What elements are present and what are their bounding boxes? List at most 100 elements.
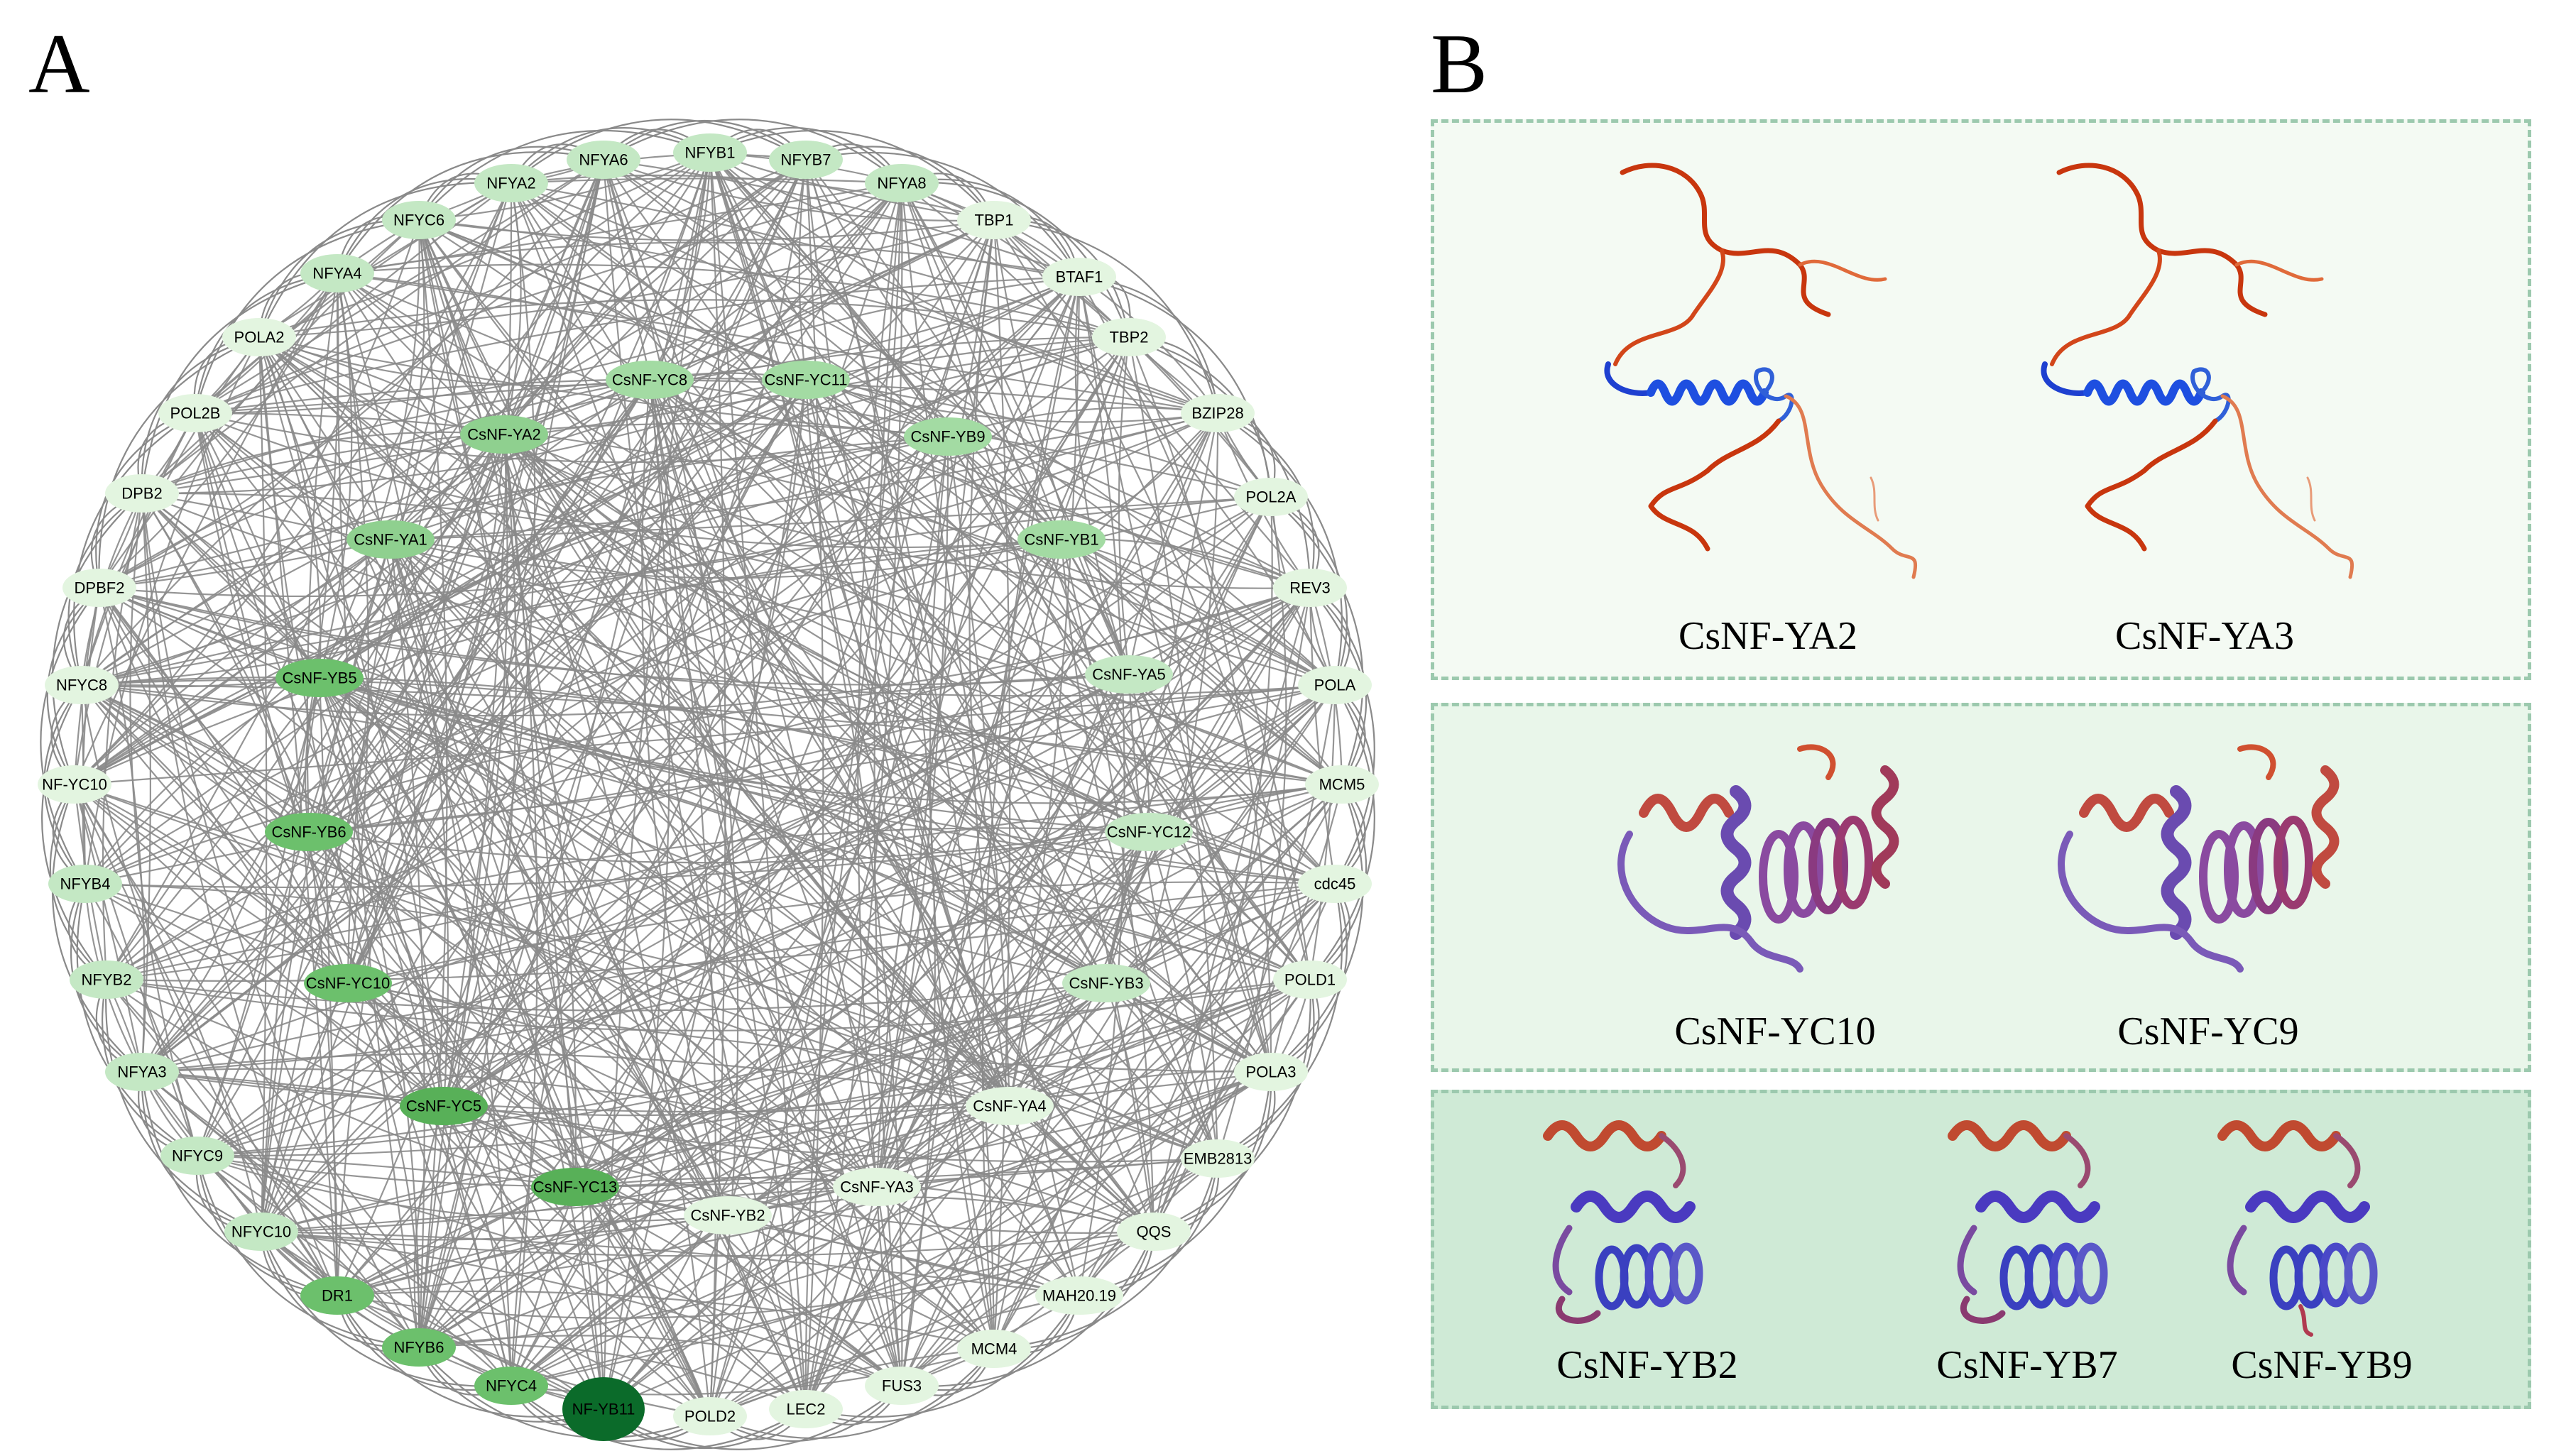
network-edge	[390, 539, 605, 1410]
network-edge	[574, 1186, 807, 1410]
network-edge	[510, 1186, 577, 1386]
network-edge	[1009, 831, 1150, 1107]
network-edge	[196, 1155, 420, 1349]
structure-box-nf-yb: CsNF-YB2 CsNF-YB7 CsNF-YB9	[1431, 1090, 2531, 1409]
panel-label-b: B	[1431, 16, 1488, 111]
network-node-shape	[606, 361, 694, 399]
network-node-shape	[1105, 813, 1193, 851]
network-edge	[805, 152, 1080, 278]
panel-label-a: A	[28, 16, 90, 111]
network-edges	[40, 119, 1375, 1450]
network-node-dpb2: DPB2	[105, 474, 179, 513]
network-edge	[709, 152, 1218, 415]
network-node-nfyc6: NFYC6	[382, 201, 456, 239]
network-node-label: CsNF-YC13	[533, 1178, 618, 1196]
network-edge	[81, 684, 1343, 786]
network-node-shape	[1117, 1213, 1191, 1251]
network-edge	[876, 1071, 1272, 1188]
network-edge	[337, 151, 604, 274]
network-node-label: CsNF-YA1	[354, 531, 427, 549]
network-edge	[901, 181, 1130, 338]
network-edge	[503, 434, 1010, 1107]
network-node-label: CsNF-YB3	[1069, 975, 1143, 992]
network-edge	[319, 677, 995, 1350]
network-edge	[141, 379, 807, 1073]
network-node-csnf-yb5: CsNF-YB5	[275, 659, 364, 697]
network-edge	[141, 493, 151, 1073]
network-edge	[443, 336, 1130, 1107]
network-edge	[418, 151, 711, 221]
network-node-csnf-ya2: CsNF-YA2	[460, 415, 548, 454]
network-node-shape	[957, 1330, 1031, 1368]
network-edge	[337, 784, 1343, 1296]
network-node-shape	[769, 1390, 843, 1428]
network-node-csnf-yc5: CsNF-YC5	[400, 1087, 488, 1125]
network-node-label: CsNF-YB5	[282, 669, 356, 687]
network-edge	[1060, 539, 1155, 1232]
network-edge	[99, 276, 1080, 589]
network-edge	[574, 539, 1062, 1188]
network-edge	[511, 1230, 1155, 1387]
network-edge	[1217, 412, 1343, 686]
network-edge	[875, 276, 1081, 1188]
network-node-csnf-yc8: CsNF-YC8	[606, 361, 694, 399]
network-edge	[709, 152, 1343, 785]
network-edge	[947, 436, 1311, 980]
network-edge	[511, 174, 995, 221]
network-node-shape	[1181, 1139, 1255, 1178]
network-edge	[337, 1295, 604, 1418]
network-node-label: EMB2813	[1184, 1150, 1252, 1168]
network-edge	[442, 434, 508, 1107]
label-csnf-yb2: CsNF-YB2	[1556, 1343, 1738, 1387]
network-edge	[413, 1105, 445, 1348]
network-edge	[648, 379, 1155, 1232]
network-edge	[1008, 674, 1130, 1107]
network-edge	[641, 379, 729, 1216]
network-edge	[195, 275, 1080, 415]
network-edge	[261, 379, 807, 1232]
network-node-label: LEC2	[786, 1401, 825, 1418]
network-node-label: NFYA8	[877, 175, 926, 192]
network-edge	[337, 241, 1080, 278]
network-node-nfya2: NFYA2	[474, 164, 548, 202]
network-node-label: NF-YC10	[42, 776, 107, 794]
protein-structure-ya3	[2041, 163, 2354, 579]
network-edge	[511, 119, 807, 184]
network-edge	[74, 539, 391, 785]
network-node-nfyc4: NFYC4	[474, 1367, 548, 1405]
network-edge	[418, 219, 1272, 1073]
network-edge	[197, 1155, 420, 1348]
network-node-nfyc9: NFYC9	[160, 1137, 234, 1175]
network-edge	[443, 379, 807, 1107]
structure-box-nf-yc: CsNF-YC10 CsNF-YC9	[1431, 703, 2531, 1072]
network-edge	[503, 434, 711, 1417]
network-edge	[901, 684, 1336, 1386]
network-edge	[981, 276, 1081, 1350]
network-edge	[727, 979, 1311, 1217]
network-edge	[503, 434, 1343, 786]
network-edge	[417, 159, 605, 1348]
network-node-tbp2: TBP2	[1092, 318, 1166, 356]
network-node-shape	[1234, 478, 1308, 516]
network-node-pola3: POLA3	[1234, 1053, 1308, 1091]
network-edge	[875, 436, 949, 1188]
network-edge	[74, 412, 1218, 785]
network-edge	[443, 1105, 902, 1386]
network-edge	[1060, 539, 1219, 1159]
network-edge	[74, 538, 1062, 786]
network-edge	[603, 436, 949, 1410]
network-edge	[74, 784, 512, 1386]
network-edge	[141, 434, 505, 1073]
network-edge	[709, 1158, 1218, 1418]
network-edge	[1105, 587, 1311, 984]
network-edge	[337, 273, 505, 435]
network-node-shape	[275, 659, 364, 697]
network-edge	[106, 979, 338, 1296]
network-edge	[260, 1231, 512, 1387]
network-node-nfyb4: NFYB4	[48, 865, 122, 903]
network-edge	[727, 1196, 1155, 1233]
network-edge	[574, 379, 807, 1188]
network-node-lec2: LEC2	[769, 1390, 843, 1428]
network-node-label: NFYB6	[394, 1339, 444, 1357]
